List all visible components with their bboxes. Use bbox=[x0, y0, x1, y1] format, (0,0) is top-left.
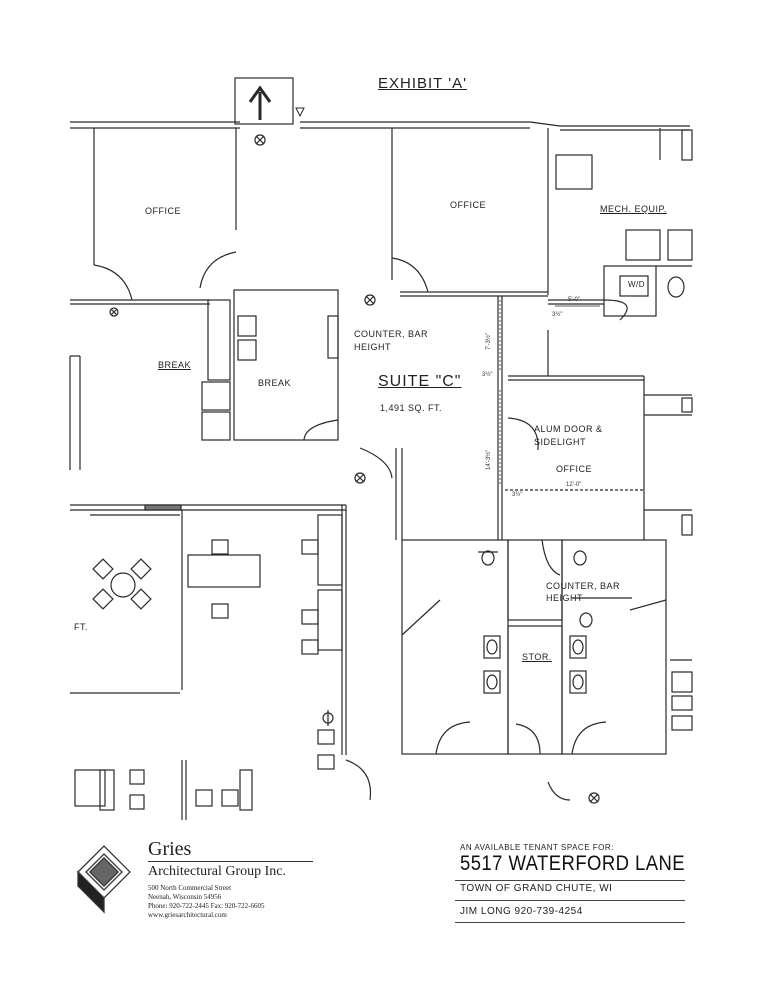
open-office-area bbox=[70, 504, 693, 820]
note-counter-bar-2: COUNTER, BAR bbox=[546, 581, 621, 591]
corridor-walls bbox=[359, 296, 693, 540]
dim-3-5c: 3½" bbox=[512, 492, 523, 498]
office-center-walls bbox=[391, 128, 549, 297]
room-label-break-inner: BREAK bbox=[258, 378, 292, 388]
note-counter-bar-1b: HEIGHT bbox=[354, 342, 392, 352]
property-address: 5517 WATERFORD LANE bbox=[460, 852, 686, 875]
restroom-block bbox=[401, 539, 667, 801]
tenant-space-heading: AN AVAILABLE TENANT SPACE FOR: bbox=[460, 843, 614, 852]
room-label-office-right: OFFICE bbox=[556, 464, 592, 474]
title-block-line-3 bbox=[455, 922, 685, 923]
dimension-lines bbox=[499, 300, 600, 485]
break-room-walls bbox=[69, 289, 339, 470]
note-alum-door-b: SIDELIGHT bbox=[534, 437, 587, 447]
room-label-ft: FT. bbox=[74, 622, 88, 632]
suite-name: SUITE "C" bbox=[378, 373, 462, 390]
exit-symbols bbox=[109, 134, 600, 804]
title-block-line-1 bbox=[455, 880, 685, 881]
firm-address-1: 500 North Commercial Street bbox=[148, 884, 232, 892]
gries-logo-mark bbox=[77, 845, 131, 914]
firm-name: Gries bbox=[148, 838, 192, 860]
room-label-break-outer: BREAK bbox=[158, 360, 192, 370]
dim-7-3: 7'-3½" bbox=[486, 333, 492, 350]
room-label-mech: MECH. EQUIP. bbox=[600, 204, 667, 214]
note-counter-bar-1: COUNTER, BAR bbox=[354, 329, 429, 339]
dim-14-3: 14'-3½" bbox=[486, 449, 492, 470]
entry-vestibule bbox=[234, 77, 305, 125]
title-block-line-2 bbox=[455, 900, 685, 901]
note-counter-bar-2b: HEIGHT bbox=[546, 593, 584, 603]
property-town: TOWN OF GRAND CHUTE, WI bbox=[460, 883, 613, 894]
suite-area: 1,491 SQ. FT. bbox=[380, 403, 443, 413]
dim-3-5b: 3½" bbox=[482, 372, 493, 378]
exhibit-title: EXHIBIT 'A' bbox=[378, 75, 467, 92]
contact-info: JIM LONG 920-739-4254 bbox=[460, 906, 583, 917]
room-label-office-left: OFFICE bbox=[145, 206, 181, 216]
dim-5-0: 5'-0" bbox=[568, 297, 580, 303]
upper-right-rooms bbox=[548, 265, 692, 321]
firm-divider bbox=[148, 861, 313, 862]
firm-address-2: Neenah, Wisconsin 54956 bbox=[148, 893, 222, 901]
room-label-office-center: OFFICE bbox=[450, 200, 486, 210]
exterior-wall-top bbox=[70, 121, 690, 131]
firm-phone: Phone: 920-722-2445 Fax: 920-722-6605 bbox=[148, 902, 265, 910]
dim-12-0: 12'-0" bbox=[566, 482, 582, 488]
office-left-walls bbox=[70, 128, 237, 305]
note-alum-door: ALUM DOOR & bbox=[534, 424, 603, 434]
firm-web: www.griesarchitectural.com bbox=[148, 911, 227, 919]
firm-subtitle: Architectural Group Inc. bbox=[148, 864, 286, 879]
dim-3-5a: 3½" bbox=[552, 312, 563, 318]
mech-equip-area bbox=[555, 128, 693, 261]
room-label-wd: W/D bbox=[628, 280, 646, 289]
room-label-stor: STOR. bbox=[522, 652, 552, 662]
